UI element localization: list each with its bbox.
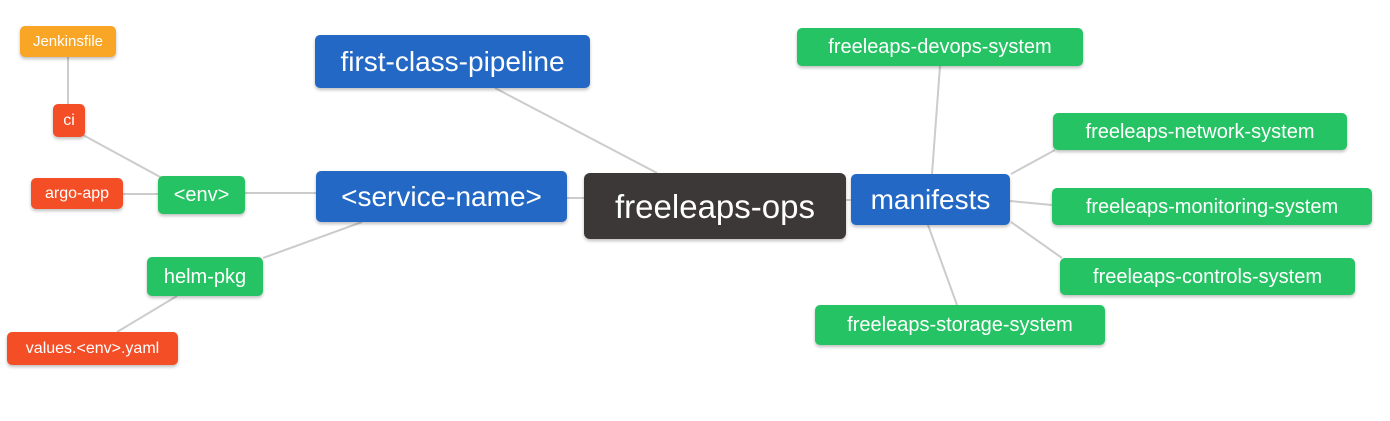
node-argo-app[interactable]: argo-app [31, 178, 123, 209]
node-values-env-yaml[interactable]: values.<env>.yaml [7, 332, 178, 365]
edge-service-name-helm-pkg [262, 221, 363, 259]
edge-manifests-network-system [1010, 149, 1056, 175]
node-freeleaps-devops-system[interactable]: freeleaps-devops-system [797, 28, 1083, 66]
node-freeleaps-monitoring-system[interactable]: freeleaps-monitoring-system [1052, 188, 1372, 225]
edge-manifests-monitoring-system [1009, 200, 1053, 206]
edge-manifests-devops-system [931, 65, 941, 175]
node-freeleaps-controls-system[interactable]: freeleaps-controls-system [1060, 258, 1355, 295]
node-freeleaps-network-system[interactable]: freeleaps-network-system [1053, 113, 1347, 150]
node-freeleaps-storage-system[interactable]: freeleaps-storage-system [815, 305, 1105, 345]
edge-helm-pkg-values-env-yaml [116, 295, 178, 333]
node-first-class-pipeline[interactable]: first-class-pipeline [315, 35, 590, 88]
edge-first-class-pipeline-root [494, 87, 658, 174]
edge-manifests-storage-system [927, 224, 958, 306]
node-ci[interactable]: ci [53, 104, 85, 137]
node-service-name[interactable]: <service-name> [316, 171, 567, 222]
node-jenkinsfile[interactable]: Jenkinsfile [20, 26, 116, 57]
node-freeleaps-ops[interactable]: freeleaps-ops [584, 173, 846, 239]
node-helm-pkg[interactable]: helm-pkg [147, 257, 263, 296]
edge-manifests-controls-system [1010, 221, 1063, 259]
edge-ci-env [82, 134, 163, 179]
node-manifests[interactable]: manifests [851, 174, 1010, 225]
node-env[interactable]: <env> [158, 176, 245, 214]
